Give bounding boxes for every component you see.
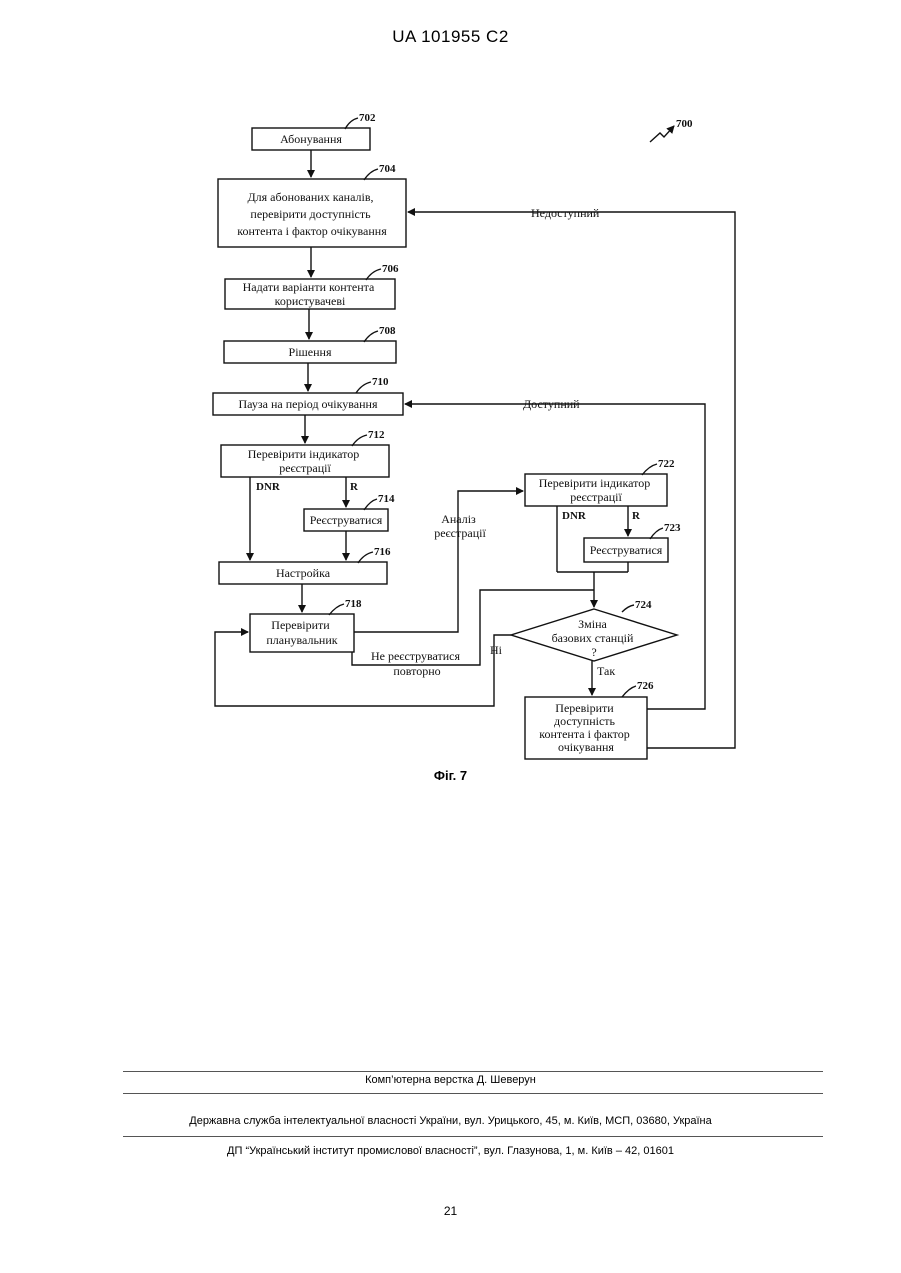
ref-723: 723 <box>664 522 681 534</box>
label-716: Настройка <box>276 566 331 580</box>
reference-numbers: 700 702 704 706 708 710 712 714 716 718 … <box>345 112 693 692</box>
ref-702: 702 <box>359 112 376 124</box>
edge-label-registration-analysis: Аналіз реєстрації <box>434 512 486 540</box>
ref-726: 726 <box>637 680 654 692</box>
edge-label-yes: Так <box>597 664 615 678</box>
label-702: Абонування <box>280 132 342 146</box>
footer-divider-2 <box>123 1093 823 1094</box>
edge-labels: Недоступний Доступний DNR R DNR R Аналіз… <box>256 206 641 678</box>
edge-label-no-reregister: Не реєструватися повторно <box>371 649 463 678</box>
edge-label-r-712: R <box>350 481 359 493</box>
flowchart-figure: Абонування Для абонованих каналів, перев… <box>0 0 901 800</box>
page-number: 21 <box>0 1204 901 1218</box>
label-712: Перевірити індикатор реєстрації <box>248 447 362 475</box>
ref-710: 710 <box>372 376 389 388</box>
ref-700: 700 <box>676 118 693 130</box>
ref-714: 714 <box>378 493 395 505</box>
label-724: Зміна базових станцій ? <box>552 617 637 659</box>
label-708: Рішення <box>289 345 332 359</box>
ref-718: 718 <box>345 598 362 610</box>
label-718: Перевірити планувальник <box>266 618 337 647</box>
edge-label-available: Доступний <box>523 397 580 411</box>
ref-722: 722 <box>658 458 675 470</box>
label-714: Реєструватися <box>310 513 383 527</box>
ref-706: 706 <box>382 263 399 275</box>
ref-708: 708 <box>379 325 396 337</box>
footer-divider-3 <box>123 1136 823 1137</box>
edge-label-no: Ні <box>490 643 503 657</box>
ref-724: 724 <box>635 599 652 611</box>
footer-layout-credit: Комп’ютерна верстка Д. Шеверун <box>0 1074 901 1086</box>
label-706: Надати варіанти контента користувачеві <box>243 280 378 308</box>
label-722: Перевірити індикатор реєстрації <box>539 476 653 504</box>
ref-712: 712 <box>368 429 385 441</box>
ref-704: 704 <box>379 163 396 175</box>
footer-divider-1 <box>123 1071 823 1072</box>
footer-institute: ДП “Український інститут промислової вла… <box>0 1145 901 1157</box>
ref-716: 716 <box>374 546 391 558</box>
edge-label-r-722: R <box>632 510 641 522</box>
label-723: Реєструватися <box>590 543 663 557</box>
figure-caption: Фіг. 7 <box>0 768 901 783</box>
edge-label-dnr-722: DNR <box>562 510 587 522</box>
footer-agency: Державна служба інтелектуальної власност… <box>0 1115 901 1127</box>
label-704: Для абонованих каналів, перевірити досту… <box>237 190 387 238</box>
label-710: Пауза на період очікування <box>239 397 378 411</box>
edge-label-unavailable: Недоступний <box>531 206 600 220</box>
edge-label-dnr-712: DNR <box>256 481 281 493</box>
label-726: Перевірити доступність контента і фактор… <box>539 701 633 754</box>
